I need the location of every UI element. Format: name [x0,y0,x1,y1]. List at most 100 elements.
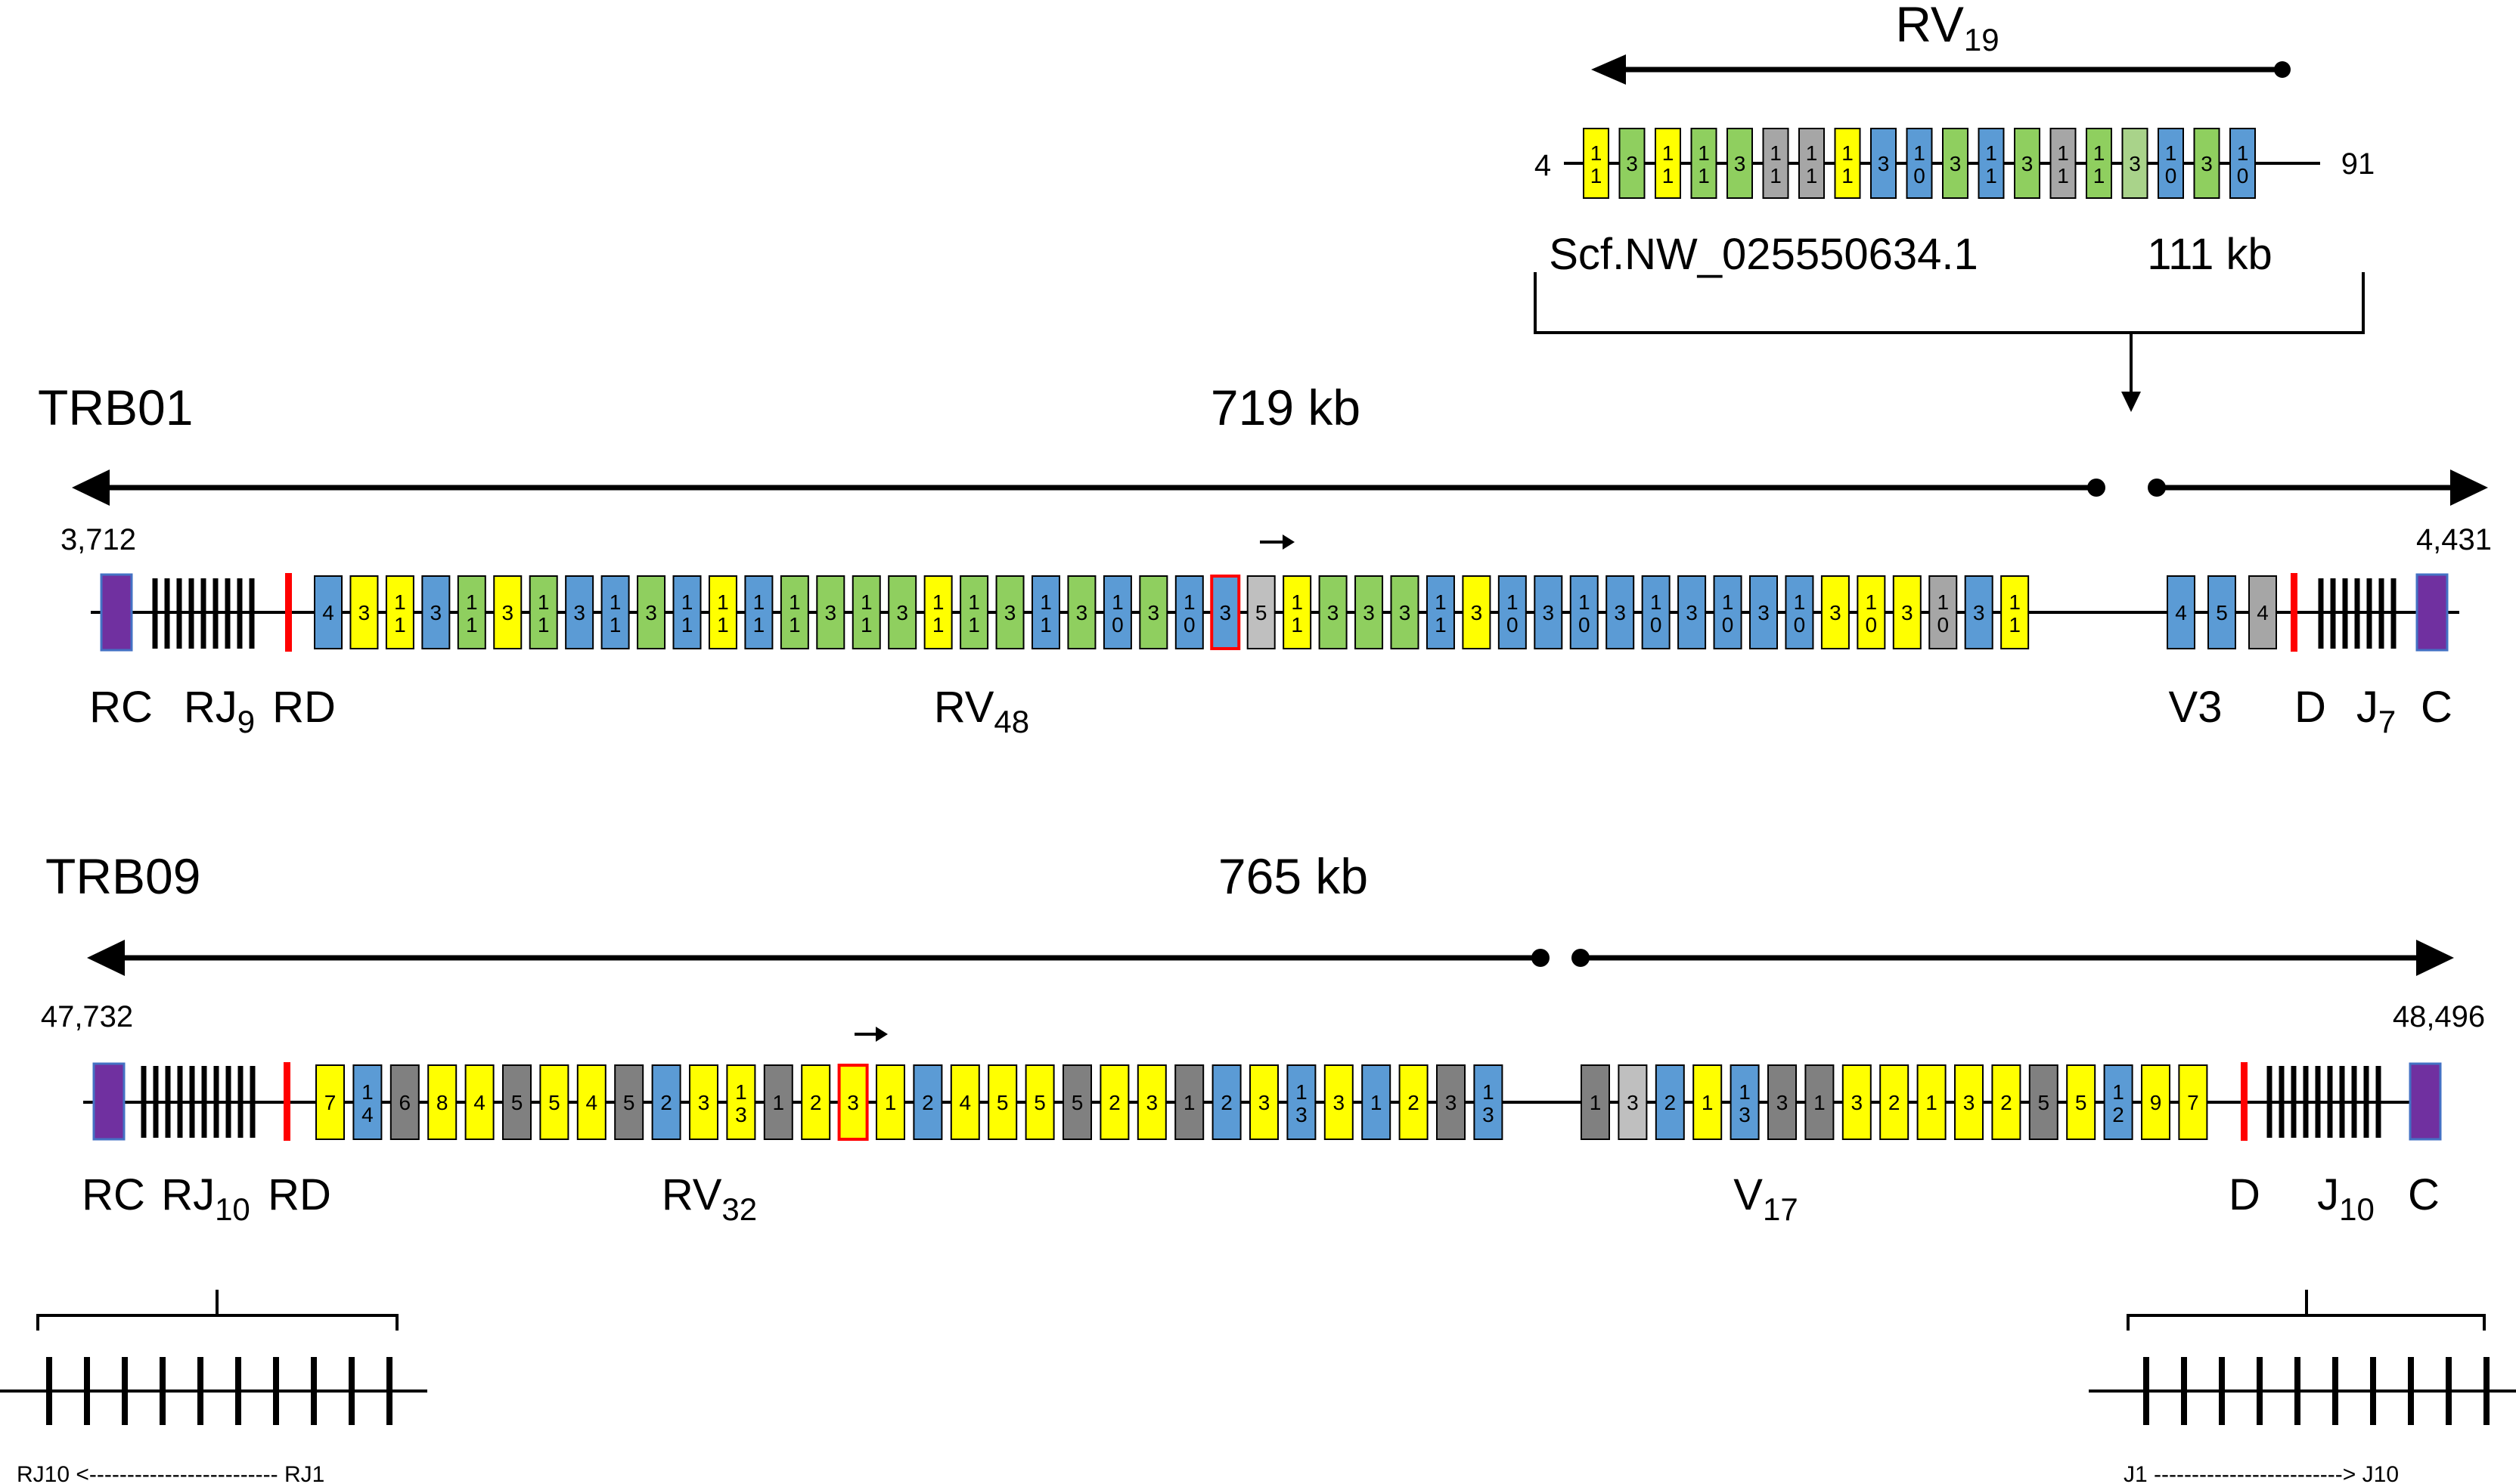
trb09-rv-segment-label: 3 [735,1103,747,1126]
trb09-name: TRB09 [45,848,200,904]
trb09-rv-segment: 2 [1211,1064,1242,1140]
trb09-rv-segment-box [1286,1064,1317,1140]
trb01-rv-segment: 3 [1749,575,1778,649]
trb01-rv-segment: 11 [744,575,774,649]
trb09-rv-segment-label: 7 [324,1091,337,1114]
trb01-rv-segment-label: 3 [358,601,371,624]
trb09-rv-segment-box [502,1064,532,1140]
trb01-rv-segment-label: 1 [1291,590,1303,614]
rv19-segment: 11 [2086,128,2112,199]
trb01-rv-segment-box [600,575,630,649]
trb09-d-segment [2241,1062,2248,1141]
trb09-rv-segment: 13 [726,1064,756,1140]
trb09-label-d: D [2229,1170,2260,1219]
trb01-rv-segment-label: 1 [1794,590,1806,614]
trb01-v3-segment: 5 [2207,575,2236,649]
trb01-rv-segment-label: 1 [538,590,550,614]
rv19-segment-label: 3 [1950,152,1962,175]
trb01-rv-segment: 3 [349,575,379,649]
trb01-rv-segment: 3 [493,575,523,649]
rv19-arrow-head [1591,54,1626,85]
trb01-rv-segment-box [385,575,414,649]
trb01-rv-segment-label: 1 [1435,613,1447,637]
trb01-v3-segment: 4 [2167,575,2195,649]
rv19-segment-label: 1 [1698,141,1710,165]
trb09-rv-segment-label: 4 [960,1091,972,1114]
trb01-rv-segment: 3 [995,575,1025,649]
trb01-label-rv: RV48 [934,683,1029,739]
trb01-rv-segment-box [1354,575,1384,649]
rv19-segment: 11 [2049,128,2077,199]
trb01-rv-segment-box [1749,575,1778,649]
trb09-v-segment-box [1581,1064,1610,1140]
trb01-rv-segment-label: 0 [1937,613,1949,637]
trb09-rv-segment-label: 1 [1370,1091,1382,1114]
rv19-segment-label: 1 [1841,164,1854,187]
trb01-d-segment [2291,573,2297,652]
rj-zoom-inset: RJ10 <------------------------- RJ1 [0,1290,427,1484]
trb09-rv-segment-label: 5 [511,1091,523,1114]
trb01-rv-segment: 3 [816,575,845,649]
trb01-rv-segment-label: 3 [896,601,908,624]
rv19-segment: 3 [1942,128,1968,199]
trb09-rv-segment-box [913,1064,943,1140]
rv19-segment: 11 [1655,128,1681,199]
trb09-v-arrow-head [2416,940,2454,976]
trb01-rv-segment-label: 1 [1650,590,1662,614]
trb09-rv-segment: 1 [763,1064,793,1140]
trb09-rv-segment: 7 [315,1064,345,1140]
trb01-rv-segment-label: 1 [932,613,945,637]
trb01-size: 719 kb [1211,380,1360,435]
trb01-rv-arrow-dot [2087,479,2105,497]
trb09-rv-arrow-dot [1531,949,1550,967]
trb09-rv-segment-label: 1 [773,1091,785,1114]
trb01-rv-segment-label: 3 [645,601,657,624]
trb01-rv-segment: 3 [1534,575,1563,649]
trb09-v-segment-label: 3 [1851,1091,1863,1114]
trb01-rv-segment-box [1677,575,1707,649]
trb09-v-segment: 3 [1841,1064,1872,1140]
trb09-v-segment-box [1655,1064,1685,1140]
trb01-rv-segment-label: 3 [1363,601,1375,624]
trb09-label-rv: RV32 [662,1170,757,1227]
trb09-rv-segment-label: 3 [847,1091,859,1114]
trb01-rv-segment-box [1605,575,1635,649]
trb01-rv-segment-box [565,575,594,649]
trb09-v-segment: 2 [1879,1064,1909,1140]
trb09-rv-segment: 14 [352,1064,383,1140]
trb01-rv-segment: 11 [1283,575,1312,649]
trb09-rv-segment-label: 3 [1445,1091,1457,1114]
trb09-rc-segment [92,1062,126,1141]
trb09-v-segment-label: 1 [1925,1091,1937,1114]
trb01-rv-segment-box [421,575,451,649]
trb09-rv-segment-box [1174,1064,1205,1140]
trb01-rv-segment-box [995,575,1025,649]
trb01-rv-segment-label: 5 [1255,601,1267,624]
trb01-rv-segment-box [493,575,523,649]
trb01-rv-segment: 10 [1103,575,1132,649]
trb01-rv-segment-label: 3 [1004,601,1016,624]
trb01-rv-segment-label: 3 [1543,601,1555,624]
rv19-segment-label: 1 [1913,141,1925,165]
trb01-rv-segment-box [960,575,989,649]
trb01-rv-segment-label: 1 [1506,590,1519,614]
trb09-v-segment-box [1767,1064,1797,1140]
trb09-rv-segment-label: 5 [997,1091,1009,1114]
trb09-rv-segment-box [1211,1064,1242,1140]
trb01-rv-segment-box [637,575,666,649]
trb09-v-segment-label: 1 [1590,1091,1602,1114]
rv19-segment-box [1942,128,1968,199]
trb01-v3-segment-box [2207,575,2236,649]
trb01-rv-segment-label: 1 [789,590,801,614]
trb01-rv-segment-label: 1 [681,590,693,614]
trb09-v-segment-label: 2 [2000,1091,2012,1114]
trb09-rv-segment-label: 3 [1295,1103,1308,1126]
rv19-segment-box [1690,128,1717,199]
trb09-rv-segment-label: 5 [623,1091,635,1114]
trb09-rv-segment-box [1063,1064,1092,1140]
rv19-left-number: 4 [1534,149,1551,182]
trb09-rv-segment: 13 [1473,1064,1503,1140]
rv19-segment: 11 [1762,128,1789,199]
